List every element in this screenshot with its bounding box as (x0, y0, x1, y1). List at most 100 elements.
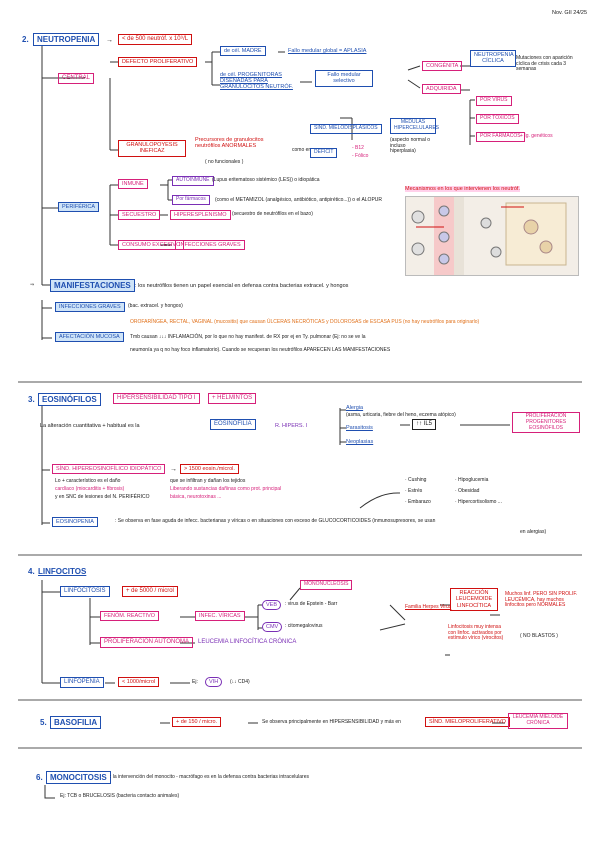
obesidad-text: · Obesidad (455, 488, 480, 494)
hipereos-line4: que se infiltran y dañan los tejidos (170, 478, 246, 484)
prolif-box: PROLIFERACIÓN PROGENITORES EOSINÓFILOS (512, 412, 580, 434)
prolif-autonoma-box: PROLIFERACIÓN AUTÓNOMA (100, 637, 194, 648)
veb-box: VEB (262, 600, 282, 611)
section-number: 6. (36, 773, 43, 782)
hipereos-line6: básica, neurotoxinas ... (170, 494, 222, 500)
linfopenia-box: LINFOPENIA (60, 677, 104, 688)
sind-mieloprolif-box: SÍND. MIELOPROLIFERATIVO (425, 717, 510, 728)
neutrophil-diagram-art (411, 197, 567, 275)
definition-box: < de 500 neutróf. x 10⁹/L (118, 34, 193, 45)
aplasia-span: Fallo medular global = APLASIA (288, 48, 367, 54)
figure-title: Mecanismos en los que intervienen los ne… (405, 186, 520, 193)
sind-mielo-box: SÍND. MIELODISPLÁSICOS (310, 124, 382, 134)
reaccion-note: Linfocitosis muy intensa con linfoc. act… (448, 624, 504, 641)
section-title: MONOCITOSIS (46, 771, 111, 785)
manifestaciones-box: MANIFESTACIONES (50, 279, 135, 293)
parasitosis-text: Parasitosis (346, 425, 373, 431)
eosinopenia-text: : Se observa en fase aguda de infecc. ba… (115, 518, 436, 524)
manif-text: : los neutrófilos tienen un papel esenci… (135, 283, 349, 289)
alergia-text: Alergia (346, 405, 364, 411)
arrow-icon: → (106, 37, 113, 44)
por-toxicos-box: POR TÓXICOS (476, 114, 519, 124)
vih-box: VIH (205, 677, 223, 688)
helmintos-box: + HELMINTOS (208, 393, 257, 404)
hipoglucemia-text: · Hipoglucemia (455, 477, 489, 483)
basofilia-text: Se observa principalmente en HIPERSENSIB… (262, 719, 401, 725)
congenita-box: CONGÉNITA (422, 61, 463, 72)
farmacos-note: (como el METAMIZOL (analgésico, antibiót… (215, 197, 383, 203)
hiperesplenismo-box: HIPERESPLENISMO (170, 210, 231, 221)
linfopenia-value: < 1000/microl (118, 677, 160, 688)
lmc-box: LEUCEMIA MIELOIDE CRÓNICA (508, 713, 568, 729)
hipereos-line1: Lo + característico es el daño (55, 478, 121, 484)
section-title: LINFOCITOS (38, 567, 87, 576)
b12-text: - B12 (352, 145, 364, 151)
no-blastos-text: ( NO BLASTOS ) (520, 633, 558, 639)
aplasia-text: Fallo medular global = APLASIA (288, 48, 366, 54)
vih-note: (↓↓ CD4) (230, 679, 250, 685)
llc-text: LEUCEMIA LINFOCÍTICA CRÓNICA (198, 639, 297, 645)
section-number: 2. (22, 35, 29, 44)
alergia-note: (asma, urticaria, fiebre del heno, eczem… (346, 412, 456, 418)
infecciones2-box: INFECCIONES GRAVES (55, 302, 125, 313)
hipers-text: R. HIPERS. I (275, 423, 308, 429)
autoinmune-box: AUTOINMUNE (172, 176, 214, 186)
por-farmacos2-box: Por fármacos (172, 195, 210, 205)
cel-madre-box: de cél. MADRE (220, 46, 266, 57)
section-number: 5. (40, 718, 47, 727)
defecto-box: DEFECTO PROLIFERATIVO (118, 57, 198, 68)
hipereos-line5: Liberando sustancias dañinas como prot. … (170, 486, 282, 492)
central-box: CENTRAL (58, 73, 95, 84)
arrow-icon: ⇒ (30, 282, 35, 288)
linfocitosis-box: LINFOCITOSIS (60, 586, 110, 597)
hipereos-line3: y en SNC de lesiones del N. PERIFÉRICO (55, 494, 150, 500)
il5-box: ↑↑ IL5 (412, 419, 437, 430)
medulas-note: (aspecto normal o incluso hiperplasia) (390, 137, 431, 154)
por-virus-box: POR VIRUS (476, 96, 512, 106)
infecciones-box: INFECCIONES GRAVES (175, 240, 245, 251)
cmv-box: CMV (262, 622, 283, 633)
section-title: BASOFILIA (50, 716, 102, 730)
deficit-box: DÉFICIT (310, 148, 338, 158)
afectacion-line1: OROFARÍNGEA, RECTAL, VAGINAL (mucositis)… (130, 319, 480, 325)
inmune-box: INMUNE (118, 179, 148, 190)
eosinofilia-intro: La alteración cuantitativa + habitual es… (40, 423, 140, 429)
hipercortisol-text: · Hipercortisolismo ... (455, 499, 502, 505)
autoinmune-note: (Lupus eritematoso sistémico (LES)) o id… (212, 177, 320, 183)
eosinofilia-box: EOSINOFILIA (210, 419, 256, 430)
eosinopenia-text2: en alergias) (520, 529, 547, 535)
estres-text: · Estrés (405, 488, 423, 494)
ig-note: + Ig. genéticos (520, 133, 553, 139)
embarazo-text: · Embarazo (405, 499, 431, 505)
hipersensibilidad-box: HIPERSENSIBILIDAD TIPO I (113, 393, 200, 404)
reaccion-box: REACCIÓN LEUCEMOIDE LINFOCÍTICA (450, 588, 498, 611)
epstein-text: : virus de Epstein - Barr (285, 601, 338, 607)
infecciones2-note: (bac. extracel. y hongos) (128, 303, 183, 309)
hipereos-line2: cardíaco (miocarditis + fibrosis) (55, 486, 125, 493)
precursores-text: Precursores de granulocitos neutrófilos … (195, 137, 264, 150)
eosinopenia-box: EOSINOPENIA (52, 517, 98, 528)
infecciones-viricas-box: INFEC. VÍRICAS (195, 611, 245, 622)
muchos-text: Muchos linf. PERO SIN PROLIF. LEUCÉMICA,… (505, 591, 578, 608)
consumo-box: CONSUMO EXCESIVO (118, 240, 185, 251)
fallo-selectivo-box: Fallo medular selectivo (315, 70, 373, 87)
afectacion-line2: Tmb causan ↓↓↓ INFLAMACIÓN, por lo que n… (130, 334, 366, 340)
periferica-box: PERIFÉRICA (58, 202, 100, 213)
vih-ej: Ej: (192, 679, 198, 685)
hipereos-line2-text: cardíaco (miocarditis + fibrosis) (55, 486, 125, 492)
secuestro-box: SECUESTRO (118, 210, 161, 221)
hipereos-box: SÍND. HIPEREOSINOFÍLICO IDIOPÁTICO (52, 464, 166, 475)
section-title: EOSINÓFILOS (38, 393, 101, 407)
por-farmacos-box: POR FÁRMACOS (476, 132, 525, 142)
citomegalovirus-text: : citomegalovirus (285, 623, 323, 629)
granulopoyesis-box: GRANULOPOYESIS INEFICAZ (118, 140, 186, 157)
progenitoras-text: de cél. PROGENITORAS DISEÑADAS PARA GRAN… (220, 72, 293, 91)
section-number: 4. (28, 567, 35, 576)
mononucleosis-box: MONONUCLEOSIS (300, 580, 353, 590)
afectacion-line3: neumonía ya q no hay foco inflamatorio).… (130, 347, 391, 353)
neoplasias-text: Neoplasias (346, 439, 374, 445)
no-funcionales-text: ( no funcionales ) (205, 159, 244, 165)
familia-text: Familia Herpes Virus (405, 604, 452, 610)
arrow-icon: → (170, 466, 177, 473)
